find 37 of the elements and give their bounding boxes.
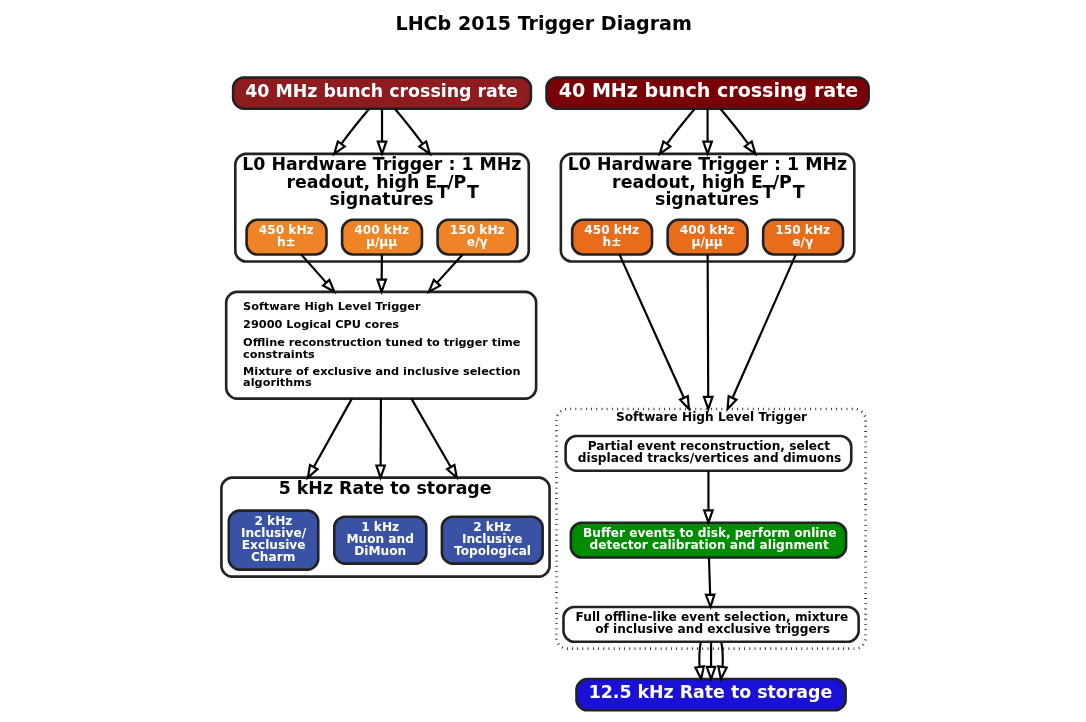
arrow xyxy=(374,398,386,481)
arrow xyxy=(703,557,716,611)
arrow xyxy=(693,641,705,683)
node-box: Buffer events to disk, perform online detector calibration and alignment xyxy=(569,521,847,559)
node-box: 450 kHz h± xyxy=(244,218,328,256)
arrow xyxy=(618,254,690,413)
node-box: 2 kHz Inclusive/ Exclusive Charm xyxy=(227,509,320,571)
arrow xyxy=(426,253,463,295)
node-box: 400 kHz μ/μμ xyxy=(340,218,423,256)
node-box: 40 MHz bunch crossing rate xyxy=(231,76,532,110)
node-box: Partial event reconstruction, select displaced tracks/vertices and dimuons xyxy=(563,434,853,472)
node-box: 400 kHz μ/μμ xyxy=(665,218,749,256)
arrow xyxy=(375,108,388,158)
node-box: 2 kHz Inclusive Topological xyxy=(440,515,544,565)
arrow xyxy=(305,398,353,481)
arrow xyxy=(300,253,336,295)
arrow xyxy=(704,641,717,683)
arrow xyxy=(375,254,387,296)
node-box: 40 MHz bunch crossing rate xyxy=(544,76,870,110)
arrow xyxy=(331,108,370,157)
node-box: Full offline-like event selection, mixture of inclusive and exclusive triggers xyxy=(561,605,860,643)
arrow xyxy=(702,471,714,526)
arrow xyxy=(657,108,696,157)
node-box: 150 kHz e/γ xyxy=(435,218,519,256)
arrow xyxy=(701,254,714,413)
arrow xyxy=(725,254,797,413)
arrow xyxy=(701,108,713,158)
arrow xyxy=(719,108,757,157)
node-box: 150 kHz e/γ xyxy=(761,218,844,256)
node-box: 1 kHz Muon and DiMuon xyxy=(332,515,428,565)
arrow xyxy=(716,641,728,683)
node-box: 12.5 kHz Rate to storage xyxy=(574,677,847,712)
arrow xyxy=(393,108,432,157)
node-box: 450 kHz h± xyxy=(570,218,653,256)
arrow xyxy=(409,398,458,481)
node-box: Software High Level Trigger 29000 Logical CPU cores Offline reconstruction tuned to trigger time constraints Mixture of exclusive and inclusive selection algorithms xyxy=(224,290,537,400)
diagram-title: LHCb 2015 Trigger Diagram xyxy=(394,11,692,35)
